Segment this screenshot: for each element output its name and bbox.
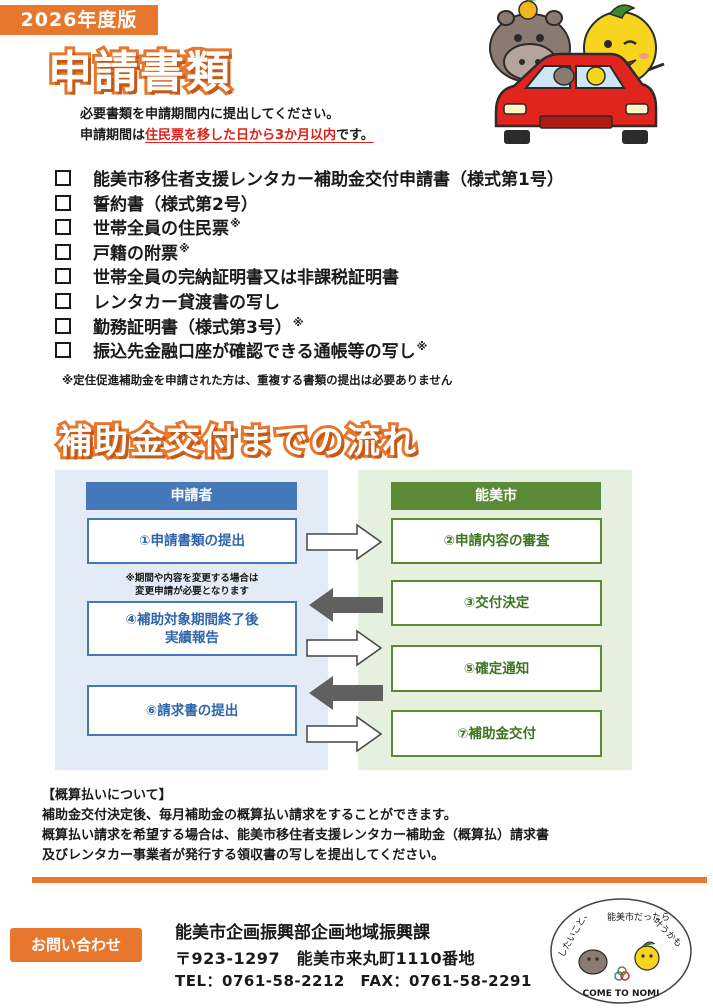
list-item: 誓約書（様式第2号） bbox=[55, 188, 565, 215]
list-item: 世帯全員の完納証明書又は非課税証明書 bbox=[55, 261, 565, 289]
advance-payment-line-2: 概算払い請求を希望する場合は、能美市移住者支援レンタカー補助金（概算払）請求書 bbox=[42, 828, 550, 843]
department-name: 能美市企画振興部企画地域振興課 bbox=[175, 923, 430, 943]
note-line-2: 変更申請が必要となります bbox=[135, 586, 249, 597]
step-label: ⑥請求書の提出 bbox=[145, 702, 239, 719]
note-mark: ※ bbox=[230, 217, 241, 231]
document-label: レンタカー貸渡書の写し bbox=[93, 292, 280, 313]
intro-line-2: 申請期間は住民票を移した日から3か月以内です。 bbox=[80, 125, 374, 146]
checkbox-icon bbox=[55, 219, 71, 236]
flow-step-1-note: ※期間や内容を変更する場合は 変更申請が必要となります bbox=[87, 572, 297, 598]
step-label: ③交付決定 bbox=[463, 595, 530, 611]
document-label: 戸籍の附票 bbox=[93, 243, 178, 264]
arrow-left-icon bbox=[309, 588, 383, 622]
checkbox-icon bbox=[55, 243, 71, 260]
intro-line-1: 必要書類を申請期間内に提出してください。 bbox=[80, 107, 340, 122]
arrow-right-icon bbox=[306, 715, 383, 753]
city-header: 能美市 bbox=[391, 482, 601, 510]
documents-note: ※定住促進補助金を申請された方は、重複する書類の提出は必要ありません bbox=[62, 373, 453, 387]
note-mark: ※ bbox=[292, 315, 304, 329]
arrow-left-icon bbox=[309, 676, 383, 710]
flow-step-6: ⑥請求書の提出 bbox=[87, 685, 297, 736]
come-to-nomi-logo: したいこと、 能美市だったら 叶うかも COME TO NOMI bbox=[550, 898, 692, 1004]
required-documents-list: 能美市移住者支援レンタカー補助金交付申請書（様式第1号） 誓約書（様式第2号） … bbox=[55, 163, 565, 363]
divider bbox=[32, 877, 707, 883]
document-label: 誓約書（様式第2号） bbox=[93, 194, 258, 215]
advance-payment-line-1: 補助金交付決定後、毎月補助金の概算払い請求をすることができます。 bbox=[42, 808, 457, 823]
mascot-car-illustration bbox=[489, 0, 665, 144]
list-item: 勤務証明書（様式第3号）※ bbox=[55, 311, 565, 338]
checkbox-icon bbox=[55, 317, 71, 334]
document-label: 振込先金融口座が確認できる通帳等の写し bbox=[93, 342, 416, 363]
page-title: 申請書類 bbox=[45, 44, 233, 101]
flow-step-3: ③交付決定 bbox=[391, 580, 602, 626]
logo-mascots-icon bbox=[578, 941, 660, 981]
intro-text: 必要書類を申請期間内に提出してください。 申請期間は住民票を移した日から3か月以… bbox=[80, 104, 374, 146]
checkbox-icon bbox=[55, 268, 71, 285]
list-item: 能美市移住者支援レンタカー補助金交付申請書（様式第1号） bbox=[55, 163, 565, 190]
flow-title: 補助金交付までの流れ bbox=[55, 419, 419, 465]
checkbox-icon bbox=[55, 342, 71, 359]
flow-step-1: ①申請書類の提出 bbox=[87, 518, 297, 564]
logo-bottom-text: COME TO NOMI bbox=[583, 989, 660, 999]
note-mark: ※ bbox=[416, 340, 428, 354]
document-label: 能美市移住者支援レンタカー補助金交付申請書（様式第1号） bbox=[93, 170, 564, 190]
list-item: 世帯全員の住民票※ bbox=[55, 212, 565, 240]
checkbox-icon bbox=[55, 292, 71, 309]
step-label: ⑤確定通知 bbox=[463, 660, 530, 677]
intro-line-2b: です。 bbox=[336, 128, 374, 143]
note-mark: ※ bbox=[179, 241, 190, 255]
document-label: 世帯全員の完納証明書又は非課税証明書 bbox=[93, 268, 399, 289]
contact-badge: お問い合わせ bbox=[10, 928, 142, 962]
phone-fax: TEL：0761-58-2212 FAX：0761-58-2291 bbox=[175, 972, 532, 990]
step-label: ②申請内容の審査 bbox=[443, 533, 550, 549]
list-item: レンタカー貸渡書の写し bbox=[55, 286, 565, 313]
arrow-right-icon bbox=[306, 523, 383, 561]
document-label: 世帯全員の住民票 bbox=[93, 219, 229, 240]
note-line-1: ※期間や内容を変更する場合は bbox=[125, 573, 259, 584]
applicant-header: 申請者 bbox=[86, 482, 297, 510]
step-label-line-1: ④補助対象期間終了後 bbox=[125, 611, 259, 628]
list-item: 振込先金融口座が確認できる通帳等の写し※ bbox=[55, 335, 565, 363]
year-badge: 2026年度版 bbox=[0, 5, 158, 35]
step-label: ①申請書類の提出 bbox=[139, 533, 245, 549]
document-label: 勤務証明書（様式第3号） bbox=[93, 317, 292, 338]
advance-payment-section: 【概算払いについて】 補助金交付決定後、毎月補助金の概算払い請求をすることができ… bbox=[42, 786, 549, 866]
step-label-line-2: 実績報告 bbox=[165, 629, 219, 646]
postal-address: 〒923-1297 能美市来丸町1110番地 bbox=[175, 949, 476, 968]
flow-step-7: ⑦補助金交付 bbox=[391, 710, 602, 757]
advance-payment-line-3: 及びレンタカー事業者が発行する領収書の写しを提出してください。 bbox=[42, 848, 445, 863]
flow-step-5: ⑤確定通知 bbox=[391, 645, 602, 692]
application-period-highlight: 住民票を移した日から3か月以内 bbox=[145, 128, 337, 143]
step-label: ⑦補助金交付 bbox=[457, 725, 536, 742]
flow-step-2: ②申請内容の審査 bbox=[391, 518, 602, 564]
red-car-icon bbox=[494, 52, 658, 144]
arrow-right-icon bbox=[306, 629, 383, 667]
checkbox-icon bbox=[55, 170, 71, 186]
list-item: 戸籍の附票※ bbox=[55, 237, 565, 264]
checkbox-icon bbox=[55, 194, 71, 211]
intro-line-2a: 申請期間は bbox=[80, 128, 146, 143]
flow-step-4: ④補助対象期間終了後 実績報告 bbox=[87, 601, 297, 656]
logo-arc-mid: 能美市だったら bbox=[607, 911, 670, 923]
advance-payment-heading: 【概算払いについて】 bbox=[42, 788, 172, 803]
